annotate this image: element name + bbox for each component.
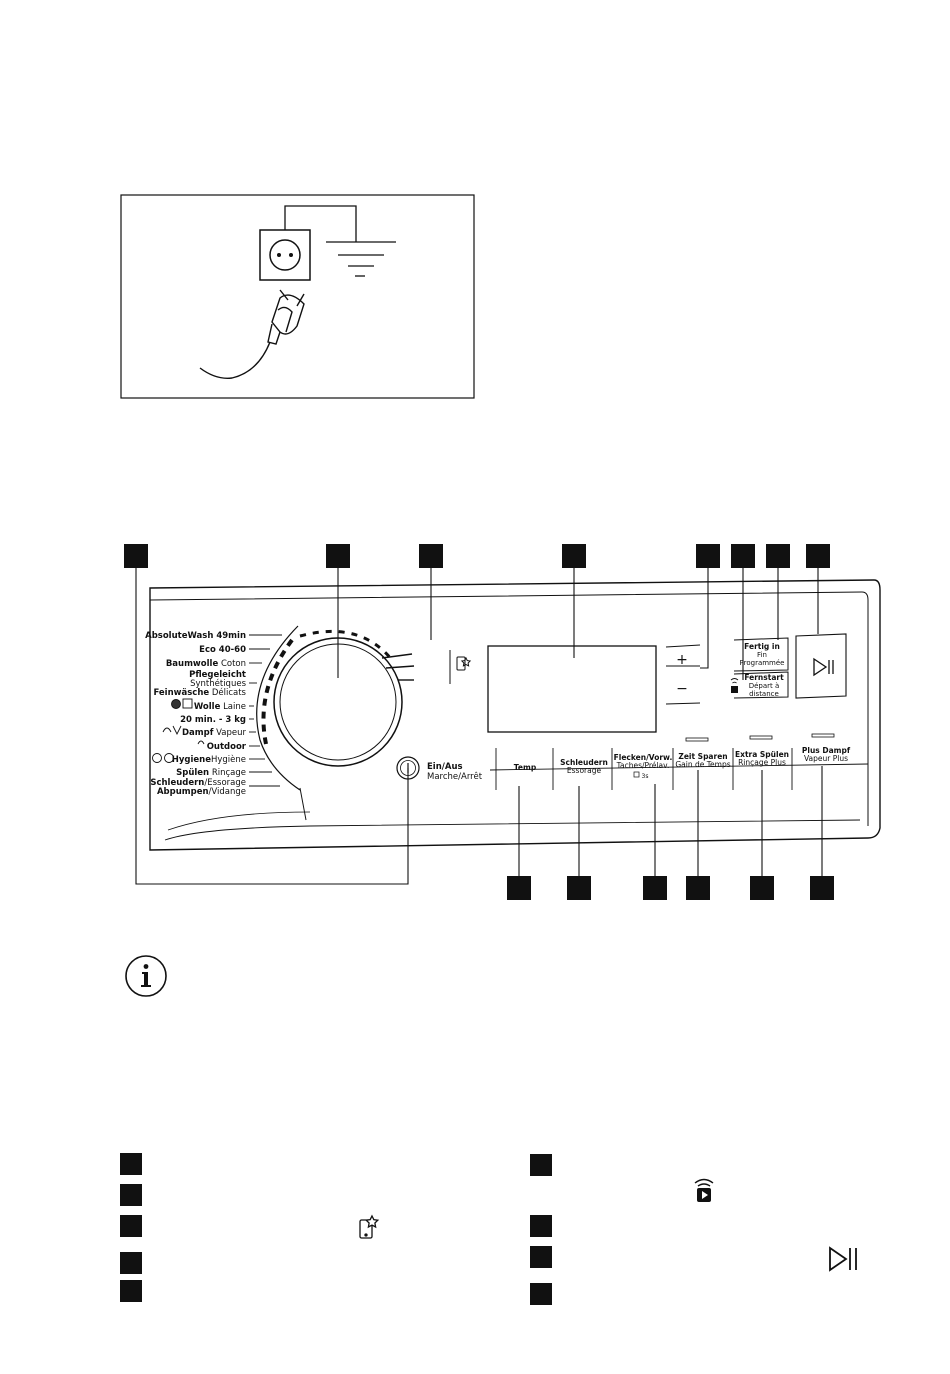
program-list: AbsoluteWash 49min Eco 40-60 Baumwolle C… <box>145 631 247 797</box>
app-star-icon <box>359 1214 380 1239</box>
callout-12 <box>686 876 710 900</box>
fertig-in-button[interactable]: Fertig in Fin Programmée <box>733 637 789 672</box>
legend-marker-5 <box>120 1280 142 1302</box>
program-label: Spülen Rinçage <box>176 768 246 778</box>
program-symbols <box>152 698 205 763</box>
svg-text:Extra Spülen: Extra Spülen <box>735 750 789 759</box>
earthing-diagram <box>120 194 475 399</box>
control-panel-figure: AbsoluteWash 49min Eco 40-60 Baumwolle C… <box>124 544 881 900</box>
ground-icon <box>326 241 396 277</box>
svg-text:Marche/Arrêt: Marche/Arrêt <box>427 771 483 782</box>
legend-marker-7 <box>530 1215 552 1237</box>
callout-10 <box>567 876 591 900</box>
callout-7 <box>766 544 790 568</box>
program-label: 20 min. - 3 kg <box>180 715 246 725</box>
time-save-button[interactable]: Zeit Sparen Gain de Temps <box>675 752 730 769</box>
program-label: Feinwäsche Délicats <box>153 687 246 698</box>
program-label: Dampf Vapeur <box>182 728 247 738</box>
svg-text:Fernstart: Fernstart <box>744 673 784 682</box>
app-star-icon <box>456 656 472 671</box>
callout-8 <box>806 544 830 568</box>
callout-1 <box>124 544 148 568</box>
program-dial[interactable] <box>256 625 403 821</box>
program-label: Pflegeleicht <box>189 670 246 680</box>
program-label: Abpumpen/Vidange <box>157 787 246 797</box>
program-label: Wolle Laine <box>194 702 246 712</box>
start-pause-icon <box>829 1246 857 1272</box>
callout-3 <box>419 544 443 568</box>
svg-text:Fin: Fin <box>757 651 767 659</box>
legend-marker-3 <box>120 1215 142 1237</box>
socket-icon <box>259 229 311 281</box>
legend-left <box>120 1153 380 1302</box>
legend-marker-9 <box>530 1283 552 1305</box>
plus-minus-buttons[interactable]: + − <box>665 644 701 705</box>
app-indicator-group <box>381 650 472 684</box>
legend-marker-4 <box>120 1252 142 1274</box>
display-screen <box>487 645 657 733</box>
callout-2 <box>326 544 350 568</box>
svg-text:Zeit Sparen: Zeit Sparen <box>678 752 727 761</box>
callout-4 <box>562 544 586 568</box>
legend-right <box>530 1154 857 1305</box>
stain-prewash-button[interactable]: Flecken/Vorw. Taches/Prélav. 3s <box>614 753 673 780</box>
svg-text:Gain de Temps: Gain de Temps <box>675 760 730 769</box>
program-label: HygieneHygiène <box>172 754 246 765</box>
spin-button[interactable]: Schleudern Essorage <box>560 758 608 775</box>
legend-marker-6 <box>530 1154 552 1176</box>
info-icon <box>125 955 167 997</box>
extra-rinse-button[interactable]: Extra Spülen Rinçage Plus <box>735 750 789 767</box>
svg-text:Plus Dampf: Plus Dampf <box>802 746 851 755</box>
power-button[interactable]: Ein/Aus Marche/Arrêt <box>396 756 483 782</box>
program-label: Outdoor <box>207 742 247 752</box>
svg-text:Départ à: Départ à <box>749 682 780 690</box>
callout-11 <box>643 876 667 900</box>
callout-5 <box>696 544 720 568</box>
plus-button[interactable]: + <box>676 652 688 668</box>
remote-start-icon <box>694 1178 714 1202</box>
svg-text:Ein/Aus: Ein/Aus <box>427 762 463 772</box>
program-label: Synthétiques <box>190 678 246 689</box>
remote-start-icon <box>730 678 739 693</box>
svg-text:Flecken/Vorw.: Flecken/Vorw. <box>614 753 673 762</box>
start-pause-icon <box>813 657 834 677</box>
plus-steam-button[interactable]: Plus Dampf Vapeur Plus <box>802 746 851 763</box>
program-label: Eco 40-60 <box>199 645 246 655</box>
svg-text:Programmée: Programmée <box>740 659 785 667</box>
svg-text:Fertig in: Fertig in <box>744 642 780 651</box>
legend-marker-8 <box>530 1246 552 1268</box>
svg-text:distance: distance <box>749 690 779 698</box>
svg-text:3s: 3s <box>642 773 649 780</box>
program-label: Baumwolle Coton <box>166 659 246 669</box>
legend-marker-2 <box>120 1184 142 1206</box>
minus-button[interactable]: − <box>676 681 688 697</box>
callout-13 <box>750 876 774 900</box>
start-pause-button[interactable] <box>795 633 847 699</box>
temp-button[interactable]: Temp <box>514 763 537 772</box>
svg-text:Rinçage Plus: Rinçage Plus <box>738 758 786 767</box>
callout-6 <box>731 544 755 568</box>
legend-marker-1 <box>120 1153 142 1175</box>
callout-14 <box>810 876 834 900</box>
svg-text:Schleudern: Schleudern <box>560 758 608 767</box>
svg-text:Taches/Prélav.: Taches/Prélav. <box>616 761 670 770</box>
fernstart-button[interactable]: Fernstart Départ à distance <box>730 671 789 699</box>
program-label: AbsoluteWash 49min <box>145 631 246 641</box>
plug-icon <box>199 289 305 379</box>
program-label: Schleudern/Essorage <box>150 778 246 788</box>
svg-text:Essorage: Essorage <box>567 766 602 775</box>
svg-text:Vapeur Plus: Vapeur Plus <box>804 754 848 763</box>
callout-9 <box>507 876 531 900</box>
